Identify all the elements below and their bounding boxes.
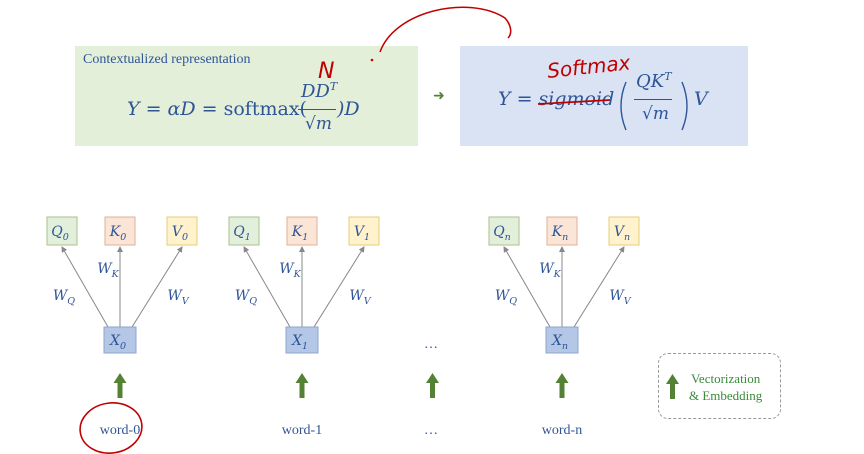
wq-label: WQ xyxy=(495,288,517,307)
x-box xyxy=(103,326,137,354)
up-arrow-icon xyxy=(113,373,127,398)
q-box-arrow xyxy=(503,246,551,328)
k-box-label: Kn xyxy=(551,224,569,243)
v-box-label: V0 xyxy=(172,224,188,243)
k-box xyxy=(286,216,318,246)
handwritten-dot xyxy=(370,58,374,62)
x-box-label: Xn xyxy=(551,333,568,352)
attention-eq-numerator: QKT xyxy=(636,70,672,92)
v-box-arrow xyxy=(573,246,625,328)
handwritten-arc xyxy=(379,6,512,53)
q-box-label: Qn xyxy=(493,224,511,243)
wk-label: WK xyxy=(539,261,561,280)
v-box-arrow xyxy=(131,246,183,328)
wk-label: WK xyxy=(97,261,119,280)
wv-label: WV xyxy=(349,288,371,307)
wv-label: WV xyxy=(167,288,189,307)
attention-eq-denominator: √m xyxy=(642,104,669,124)
handwritten-circle xyxy=(79,402,143,454)
up-arrow-icon xyxy=(426,373,439,398)
struck-sigmoid: sigmoid xyxy=(538,88,615,110)
context-eq-lhs: Y = αD = softmax( xyxy=(127,98,307,120)
x-box xyxy=(285,326,319,354)
x-box xyxy=(545,326,579,354)
ellipsis-bottom: … xyxy=(424,423,438,438)
close-paren xyxy=(681,81,688,131)
v-box xyxy=(166,216,198,246)
q-box xyxy=(488,216,520,246)
v-box xyxy=(608,216,640,246)
x-box-label: X0 xyxy=(109,333,126,352)
attention-formula-box: Y = sigmoid QKT √m V xyxy=(460,46,748,146)
v-box xyxy=(348,216,380,246)
q-box-arrow xyxy=(61,246,109,328)
word-label: word-1 xyxy=(282,423,322,438)
open-paren xyxy=(620,81,627,131)
strikethrough-line xyxy=(537,99,611,105)
ellipsis-top: … xyxy=(424,337,438,352)
legend-up-arrow-icon xyxy=(666,374,679,399)
handwritten-n: N xyxy=(318,59,334,84)
up-arrow-icon xyxy=(555,373,569,398)
q-box-label: Q1 xyxy=(233,224,251,243)
contextualized-title: Contextualized representation xyxy=(83,52,251,67)
context-fraction-bar xyxy=(298,109,336,110)
q-box-label: Q0 xyxy=(51,224,69,243)
up-arrow-icon xyxy=(295,373,309,398)
legend-box: Vectorization & Embedding xyxy=(658,353,781,419)
k-box xyxy=(546,216,578,246)
attention-fraction-bar xyxy=(634,99,672,100)
legend-line-2: & Embedding xyxy=(689,388,763,403)
contextualized-representation-box: Contextualized representation Y = αD = s… xyxy=(75,46,418,146)
wq-label: WQ xyxy=(53,288,75,307)
attention-eq-lhs: Y = sigmoid xyxy=(498,88,615,110)
legend-line-1: Vectorization xyxy=(690,371,761,386)
context-eq-numerator: DDT xyxy=(301,80,338,102)
handwritten-softmax: Softmax xyxy=(546,50,632,83)
k-box-label: K1 xyxy=(291,224,309,243)
v-box-arrow xyxy=(313,246,365,328)
wq-label: WQ xyxy=(235,288,257,307)
context-eq-tail: )D xyxy=(337,98,360,120)
wv-label: WV xyxy=(609,288,631,307)
word-label: word-0 xyxy=(100,423,140,438)
wk-label: WK xyxy=(279,261,301,280)
q-box xyxy=(228,216,260,246)
attention-eq-tail: V xyxy=(694,88,708,110)
word-label: word-n xyxy=(542,423,582,438)
q-box xyxy=(46,216,78,246)
v-box-label: V1 xyxy=(354,224,370,243)
q-box-arrow xyxy=(243,246,291,328)
k-box xyxy=(104,216,136,246)
right-arrow-icon: ➜ xyxy=(433,88,445,104)
k-box-label: K0 xyxy=(109,224,127,243)
context-eq-denominator: √m xyxy=(305,114,332,134)
legend-text: Vectorization & Embedding xyxy=(689,370,762,404)
x-box-label: X1 xyxy=(291,333,308,352)
v-box-label: Vn xyxy=(614,224,630,243)
